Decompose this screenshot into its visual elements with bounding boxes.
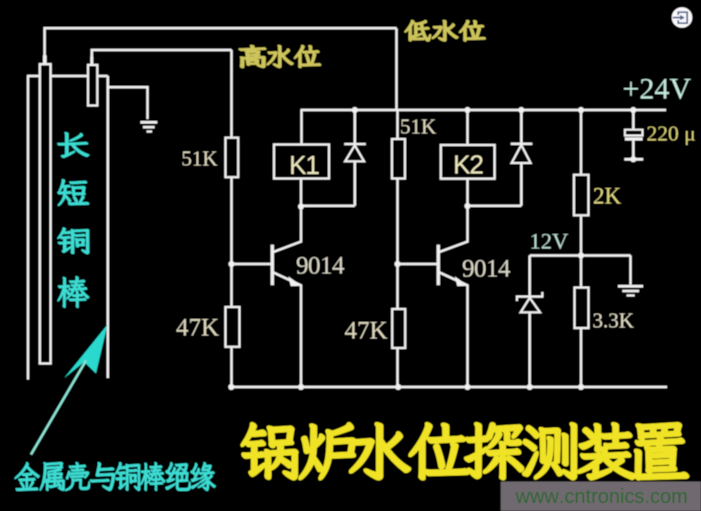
svg-text:9014: 9014: [296, 252, 345, 279]
svg-text:2K: 2K: [593, 184, 622, 209]
svg-text:47K: 47K: [176, 314, 219, 341]
svg-text:51K: 51K: [181, 147, 217, 171]
svg-text:9014: 9014: [462, 256, 511, 283]
svg-text:3.3K: 3.3K: [593, 309, 634, 333]
svg-text:K2: K2: [453, 150, 483, 180]
svg-text:51K: 51K: [400, 115, 436, 139]
svg-text:K1: K1: [289, 150, 319, 180]
svg-text:+24V: +24V: [623, 73, 692, 106]
svg-text:47K: 47K: [344, 318, 387, 345]
svg-text:220 μ: 220 μ: [647, 122, 696, 146]
svg-text:www.cntronics.com: www.cntronics.com: [515, 486, 688, 508]
svg-text:12V: 12V: [530, 229, 569, 254]
